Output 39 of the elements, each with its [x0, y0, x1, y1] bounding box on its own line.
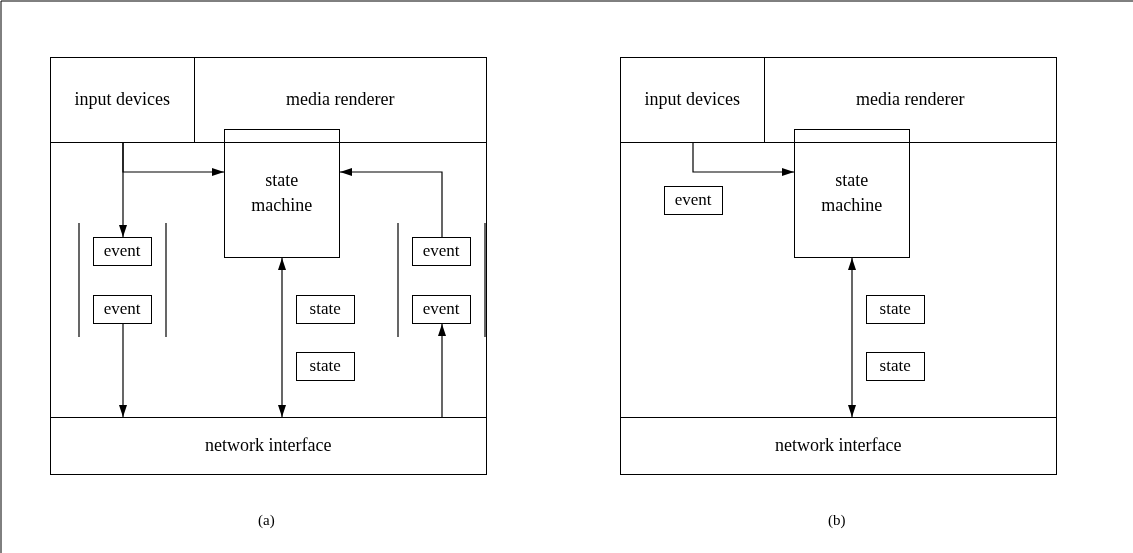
node-label: media renderer: [285, 88, 395, 112]
panel-frame: [50, 57, 487, 475]
node-label: event: [422, 299, 460, 320]
component-box: [223, 128, 340, 258]
queue-item-box: [295, 351, 355, 381]
queue-item-box: [92, 236, 152, 266]
queue-item-box: [295, 294, 355, 324]
arrow: [438, 323, 446, 418]
panel-frame: [620, 57, 1057, 475]
node-label: state: [879, 299, 911, 320]
arrow: [848, 257, 856, 418]
arrow: [278, 257, 286, 418]
component-box: [793, 128, 910, 258]
node-label: state: [309, 356, 341, 377]
arrow: [339, 168, 443, 238]
node-label: event: [422, 241, 460, 262]
node-label: event: [103, 241, 141, 262]
arrow: [122, 142, 225, 176]
queue-item-box: [865, 351, 925, 381]
arrow: [692, 142, 795, 176]
node-label: network interface: [775, 434, 902, 458]
node-label: input devices: [644, 88, 740, 112]
node-label: state machine: [250, 169, 314, 218]
node-label: state: [309, 299, 341, 320]
node-label: media renderer: [855, 88, 965, 112]
node-label: state machine: [820, 169, 884, 218]
node-label: input devices: [74, 88, 170, 112]
arrow: [119, 323, 127, 418]
queue-item-box: [411, 236, 471, 266]
node-label: event: [674, 190, 712, 211]
queue-item-box: [411, 294, 471, 324]
node-label: network interface: [205, 434, 332, 458]
node-label: event: [103, 299, 141, 320]
queue-item-box: [92, 294, 152, 324]
panel-caption: (a): [258, 512, 275, 529]
queue-item-box: [865, 294, 925, 324]
node-label: state: [879, 356, 911, 377]
queue-item-box: [663, 185, 723, 215]
panel-caption: (b): [828, 512, 846, 529]
